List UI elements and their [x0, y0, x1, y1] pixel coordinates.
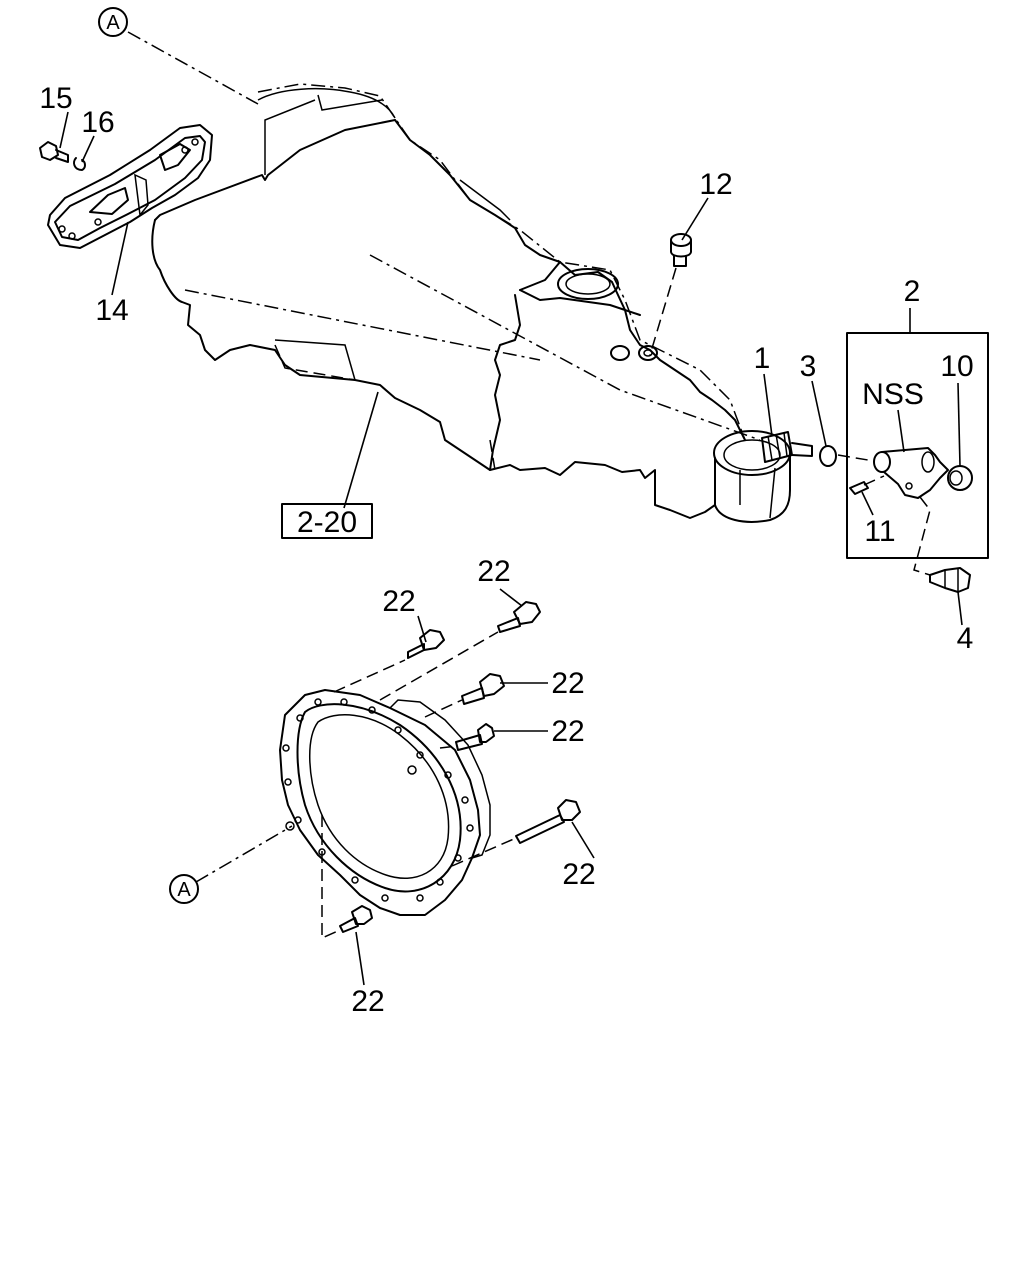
- callout-2[interactable]: 2: [904, 275, 921, 308]
- part-22-bolt-f: [339, 905, 373, 933]
- ref-box-2-20[interactable]: 2-20: [281, 503, 373, 539]
- part-12-plug: [670, 233, 692, 267]
- ref-a-top-label: A: [106, 12, 120, 34]
- part-22-bolt-a: [407, 629, 445, 659]
- part-22-bolt-b: [497, 601, 541, 633]
- ref-circle-a-top: A: [98, 7, 128, 37]
- leader-lines: [59, 31, 963, 986]
- callout-16[interactable]: 16: [81, 106, 114, 139]
- part-1-driven-gear: [761, 431, 813, 463]
- part-22-bolt-e: [515, 799, 581, 844]
- callout-22-d[interactable]: 22: [551, 715, 584, 748]
- part-14-bracket: [47, 124, 213, 249]
- callout-10[interactable]: 10: [940, 350, 973, 383]
- clutch-housing: [279, 689, 491, 916]
- transmission-case: [151, 83, 791, 523]
- ref-a-bottom-label: A: [177, 879, 191, 901]
- part-11-pin: [849, 481, 869, 495]
- ref-box-label: 2-20: [297, 506, 357, 539]
- callout-nss[interactable]: NSS: [862, 378, 924, 411]
- callout-12[interactable]: 12: [699, 168, 732, 201]
- callout-15[interactable]: 15: [39, 82, 72, 115]
- callout-22-b[interactable]: 22: [477, 555, 510, 588]
- callout-4[interactable]: 4: [957, 622, 974, 655]
- callout-14[interactable]: 14: [95, 294, 128, 327]
- part-2-sleeve: [873, 447, 949, 499]
- callout-22-e[interactable]: 22: [562, 858, 595, 891]
- callout-3[interactable]: 3: [800, 350, 817, 383]
- callout-1[interactable]: 1: [754, 342, 771, 375]
- part-3-o-ring: [819, 445, 837, 467]
- part-22-bolt-d: [455, 723, 495, 751]
- group-box-2: [846, 332, 989, 559]
- part-4-bolt: [929, 567, 971, 593]
- callout-22-a[interactable]: 22: [382, 585, 415, 618]
- part-22-bolt-c: [461, 673, 505, 705]
- part-10-seal: [947, 465, 973, 491]
- callout-22-f[interactable]: 22: [351, 985, 384, 1018]
- part-16-washer: [73, 157, 86, 171]
- callout-11[interactable]: 11: [864, 515, 895, 548]
- ref-circle-a-bottom: A: [169, 874, 199, 904]
- part-15-bolt: [39, 141, 69, 163]
- callout-22-c[interactable]: 22: [551, 667, 584, 700]
